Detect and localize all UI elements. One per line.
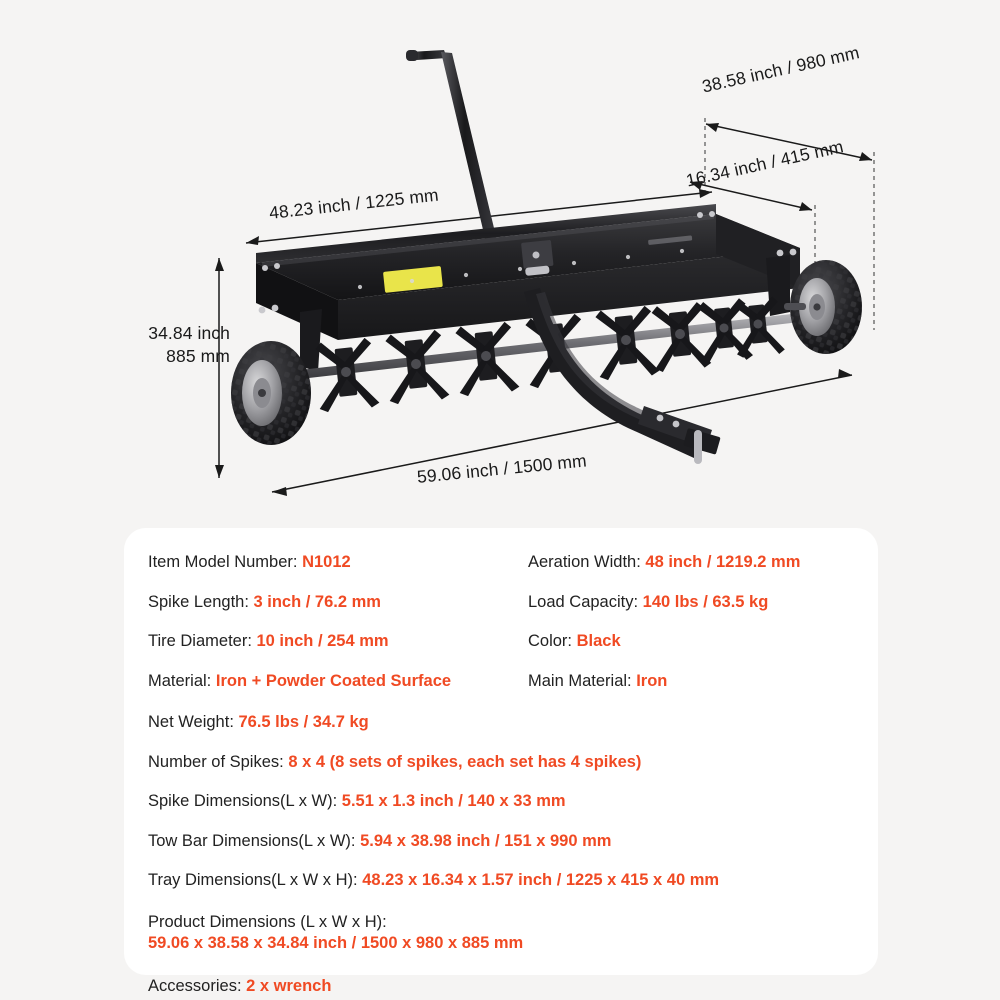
product-illustration: [215, 50, 875, 496]
spec-value: 48.23 x 16.34 x 1.57 inch / 1225 x 415 x…: [362, 871, 720, 889]
spec-value: 48 inch / 1219.2 mm: [645, 553, 801, 571]
spec-column-right: Aeration Width: 48 inch / 1219.2 mm Load…: [528, 554, 858, 689]
spec-label: Aeration Width:: [528, 553, 646, 571]
hitch-plate: [638, 406, 721, 464]
spec-label: Color:: [528, 632, 577, 650]
spec-label: Tire Diameter:: [148, 632, 257, 650]
tray-body: [256, 211, 800, 340]
tray-rear-rail: [256, 204, 716, 263]
spec-value: N1012: [302, 553, 351, 571]
spec-value: 5.94 x 38.98 inch / 151 x 990 mm: [360, 831, 612, 850]
spec-value: 140 lbs / 63.5 kg: [642, 592, 769, 611]
spec-label: Product Dimensions (L x W x H):: [148, 912, 387, 931]
spec-row: Number of Spikes: 8 x 4 (8 sets of spike…: [148, 752, 878, 771]
spec-row: Tow Bar Dimensions(L x W): 5.94 x 38.98 …: [148, 831, 878, 850]
spec-value: 2 x wrench: [246, 977, 332, 996]
spec-value: 3 inch / 76.2 mm: [253, 592, 381, 611]
spec-column-left: Item Model Number: N1012 Spike Length: 3…: [148, 554, 528, 689]
height-value-inch: 34.84 inch: [148, 323, 230, 343]
height-arrow: [215, 258, 224, 478]
spec-value: 5.51 x 1.3 inch / 140 x 33 mm: [341, 792, 566, 810]
spec-label: Accessories:: [148, 977, 247, 996]
spec-row: Main Material: Iron: [528, 671, 858, 690]
spec-label: Material:: [148, 671, 216, 690]
spec-row: Net Weight: 76.5 lbs / 34.7 kg: [148, 714, 878, 731]
height-value-mm: 885 mm: [166, 345, 230, 366]
hitch-bracket: [521, 240, 554, 276]
overall-length-arrow: [271, 369, 853, 496]
spec-label: Main Material:: [528, 671, 637, 690]
spec-row: Accessories: 2 x wrench: [148, 978, 878, 995]
spec-row: Material: Iron + Powder Coated Surface: [148, 671, 528, 690]
spec-row: Aeration Width: 48 inch / 1219.2 mm: [528, 554, 858, 571]
specifications-card: Item Model Number: N1012 Spike Length: 3…: [124, 528, 878, 994]
spec-value: 8 x 4 (8 sets of spikes, each set has 4 …: [288, 752, 642, 771]
spec-row: Spike Dimensions(L x W): 5.51 x 1.3 inch…: [148, 793, 878, 810]
lift-handle: [406, 50, 500, 255]
spec-row: Tray Dimensions(L x W x H): 48.23 x 16.3…: [148, 872, 878, 889]
brand-mark: [648, 235, 693, 245]
spec-value: 76.5 lbs / 34.7 kg: [238, 713, 369, 731]
spec-value: Iron: [636, 671, 668, 690]
spec-row: Product Dimensions (L x W x H): 59.06 x …: [148, 912, 878, 956]
spec-value: Black: [576, 632, 621, 650]
dimension-label-height: 34.84 inch 885 mm: [100, 322, 230, 368]
spec-label: Tray Dimensions(L x W x H):: [148, 871, 363, 889]
spec-label: Spike Dimensions(L x W):: [148, 792, 342, 810]
spec-row: Tire Diameter: 10 inch / 254 mm: [148, 633, 528, 650]
spec-row: Spike Length: 3 inch / 76.2 mm: [148, 592, 528, 611]
spec-label: Tow Bar Dimensions(L x W):: [148, 831, 361, 850]
tray-depth-arrow: [689, 181, 813, 211]
spec-full-width-area: Net Weight: 76.5 lbs / 34.7 kg Number of…: [124, 714, 878, 995]
overall-depth-arrow: [705, 123, 873, 161]
spec-row: Color: Black: [528, 633, 858, 650]
spec-label: Net Weight:: [148, 713, 239, 731]
spec-label: Spike Length:: [148, 592, 254, 611]
spec-value: 59.06 x 38.58 x 34.84 inch / 1500 x 980 …: [148, 934, 524, 953]
spec-label: Number of Spikes:: [148, 752, 289, 771]
right-wheel: [784, 260, 862, 354]
spec-value: Iron + Powder Coated Surface: [215, 671, 452, 690]
left-wheel: [231, 341, 311, 445]
spec-row: Item Model Number: N1012: [148, 554, 528, 571]
spec-label: Load Capacity:: [528, 592, 643, 611]
tow-bar: [524, 288, 721, 464]
spec-value: 10 inch / 254 mm: [256, 632, 389, 650]
spec-row: Load Capacity: 140 lbs / 63.5 kg: [528, 592, 858, 611]
spec-label: Item Model Number:: [148, 553, 303, 571]
extension-lines: [704, 118, 875, 330]
spec-two-column-area: Item Model Number: N1012 Spike Length: 3…: [124, 554, 878, 710]
dimension-lines: [215, 118, 875, 496]
